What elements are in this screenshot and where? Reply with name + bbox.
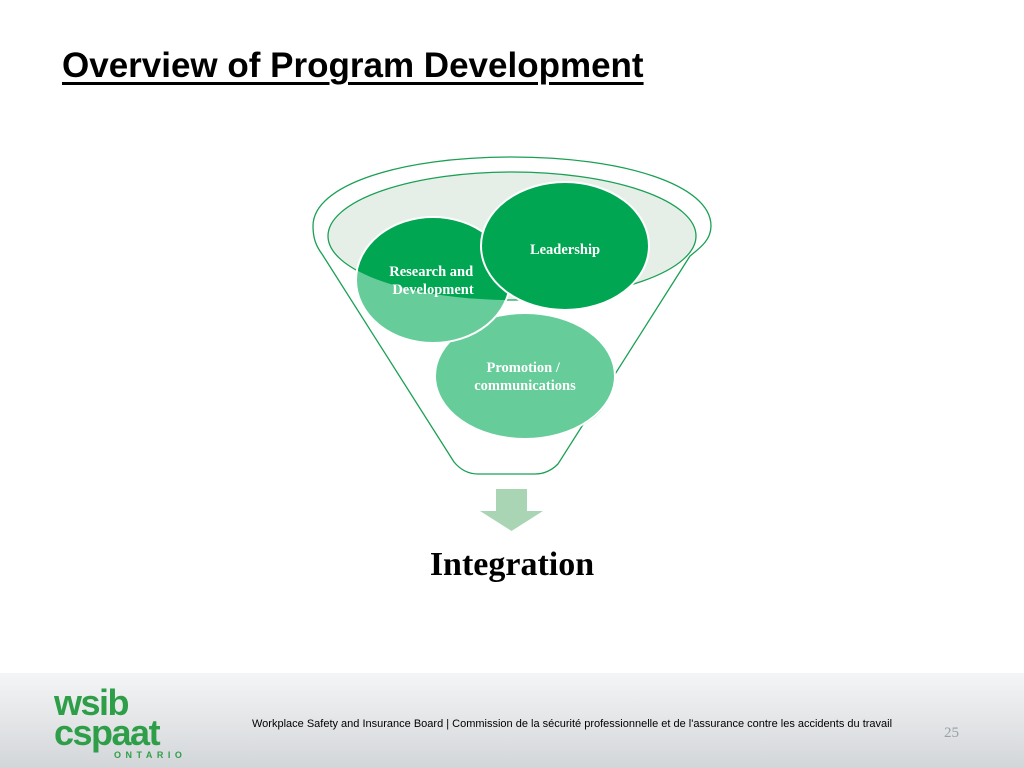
leadership-circle bbox=[480, 181, 650, 311]
research-label: Research and Development bbox=[389, 264, 477, 298]
research-label-line2: Development bbox=[392, 282, 474, 298]
slide-title: Overview of Program Development bbox=[62, 46, 644, 85]
leadership-label: Leadership bbox=[530, 242, 600, 258]
promotion-label: Promotion / communications bbox=[474, 360, 576, 394]
logo-line1: wsib bbox=[54, 683, 129, 723]
integration-label: Integration bbox=[429, 546, 595, 583]
footer: wsib cspaat ONTARIO Workplace Safety and… bbox=[0, 673, 1024, 768]
promotion-circle bbox=[434, 312, 616, 440]
leadership-label-line1: Leadership bbox=[530, 242, 600, 258]
research-circle-overlap bbox=[357, 218, 509, 300]
promotion-label-line2: communications bbox=[474, 378, 576, 394]
logo-line3: ONTARIO bbox=[114, 750, 186, 760]
footer-text: Workplace Safety and Insurance Board | C… bbox=[252, 718, 893, 730]
research-label-line1: Research and bbox=[389, 264, 473, 280]
down-arrow-icon bbox=[480, 489, 543, 531]
wsib-cspaat-logo: wsib cspaat ONTARIO bbox=[54, 683, 186, 760]
funnel-diagram: Research and Development Leadership Prom… bbox=[312, 156, 712, 531]
logo-line2: cspaat bbox=[54, 712, 161, 753]
promotion-label-line1: Promotion / bbox=[486, 360, 560, 376]
page-number: 25 bbox=[944, 725, 959, 741]
